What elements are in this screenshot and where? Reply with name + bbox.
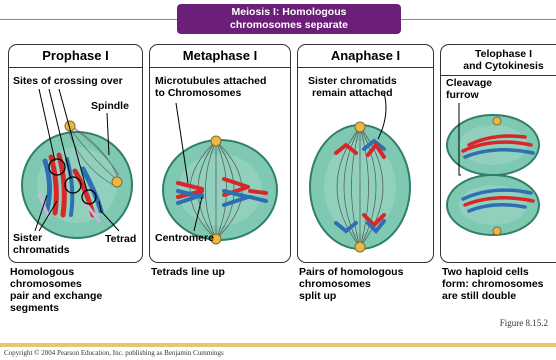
caption-prophase: Homologous chromosomes pair and exchange… [10, 266, 102, 314]
label-furrow: furrow [446, 89, 479, 101]
footer-bar [0, 343, 556, 347]
caption-line: are still double [442, 290, 544, 302]
caption-line: segments [10, 302, 102, 314]
label-spindle: Spindle [91, 100, 129, 112]
panel-prophase-i: Prophase I [8, 44, 143, 263]
caption-line: chromosomes [10, 278, 102, 290]
banner-line-2: chromosomes separate [177, 19, 401, 32]
label-sites-of-crossing-over: Sites of crossing over [13, 75, 123, 87]
banner-line-1: Meiosis I: Homologous [177, 6, 401, 19]
panel-anaphase-i: Anaphase I Sister chromatids remain atta… [297, 44, 434, 263]
label-chromatids: chromatids [13, 244, 70, 256]
figure-label: Figure 8.15.2 [500, 318, 548, 328]
caption-line: Pairs of homologous [299, 266, 403, 278]
stage-banner: Meiosis I: Homologous chromosomes separa… [177, 4, 401, 34]
label-cleavage: Cleavage [446, 77, 492, 89]
label-remain-attached: remain attached [312, 87, 393, 99]
caption-line: pair and exchange [10, 290, 102, 302]
label-microtubules-attached: Microtubules attached [155, 75, 266, 87]
label-to-chromosomes: to Chromosomes [155, 87, 241, 99]
caption-telophase: Two haploid cells form: chromosomes are … [442, 266, 544, 302]
caption-line: chromosomes [299, 278, 403, 290]
label-sister: Sister [13, 232, 42, 244]
caption-line: form: chromosomes [442, 278, 544, 290]
label-centromere: Centromere [155, 232, 214, 244]
label-tetrad: Tetrad [105, 233, 136, 245]
caption-anaphase: Pairs of homologous chromosomes split up [299, 266, 403, 302]
label-sister-chromatids: Sister chromatids [308, 75, 397, 87]
panel-telophase-i: Telophase I and Cytokinesis Cleavage fur… [440, 44, 556, 263]
caption-line: Tetrads line up [151, 266, 225, 278]
caption-line: Two haploid cells [442, 266, 544, 278]
caption-line: split up [299, 290, 403, 302]
panel-metaphase-i: Metaphase I Microtubules attached to Chr… [149, 44, 291, 263]
caption-line: Homologous [10, 266, 102, 278]
caption-metaphase: Tetrads line up [151, 266, 225, 278]
copyright-notice: Copyright © 2004 Pearson Education, Inc.… [4, 349, 224, 357]
